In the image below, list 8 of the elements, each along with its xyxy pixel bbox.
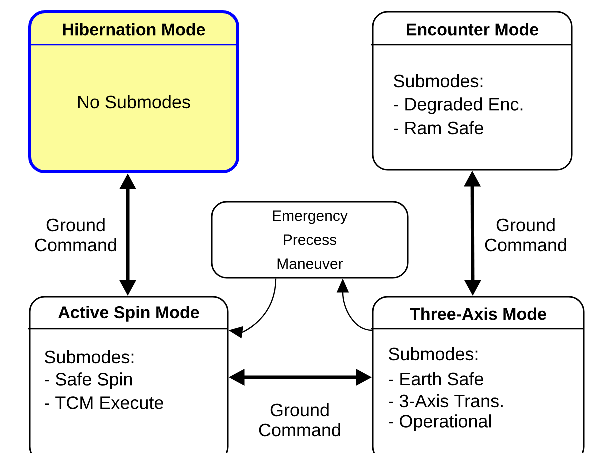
mode-box: Emergency Precess Maneuver [211, 201, 409, 279]
mode-box: Hibernation Mode No Submodes [28, 10, 240, 174]
edge-label: Ground Command [255, 402, 345, 438]
edge-label: Ground Command [31, 217, 121, 253]
mode-box: Encounter Mode Submodes: - Degraded Enc. - Ram Safe [371, 11, 573, 171]
mode-box: Active Spin Mode Submodes: - Safe Spin - TCM Execute [28, 296, 229, 453]
edge-label: Ground Command [481, 217, 571, 253]
mode-box: Three-Axis Mode Submodes: - Earth Safe - 3-Axis Trans. - Operational [371, 296, 585, 453]
